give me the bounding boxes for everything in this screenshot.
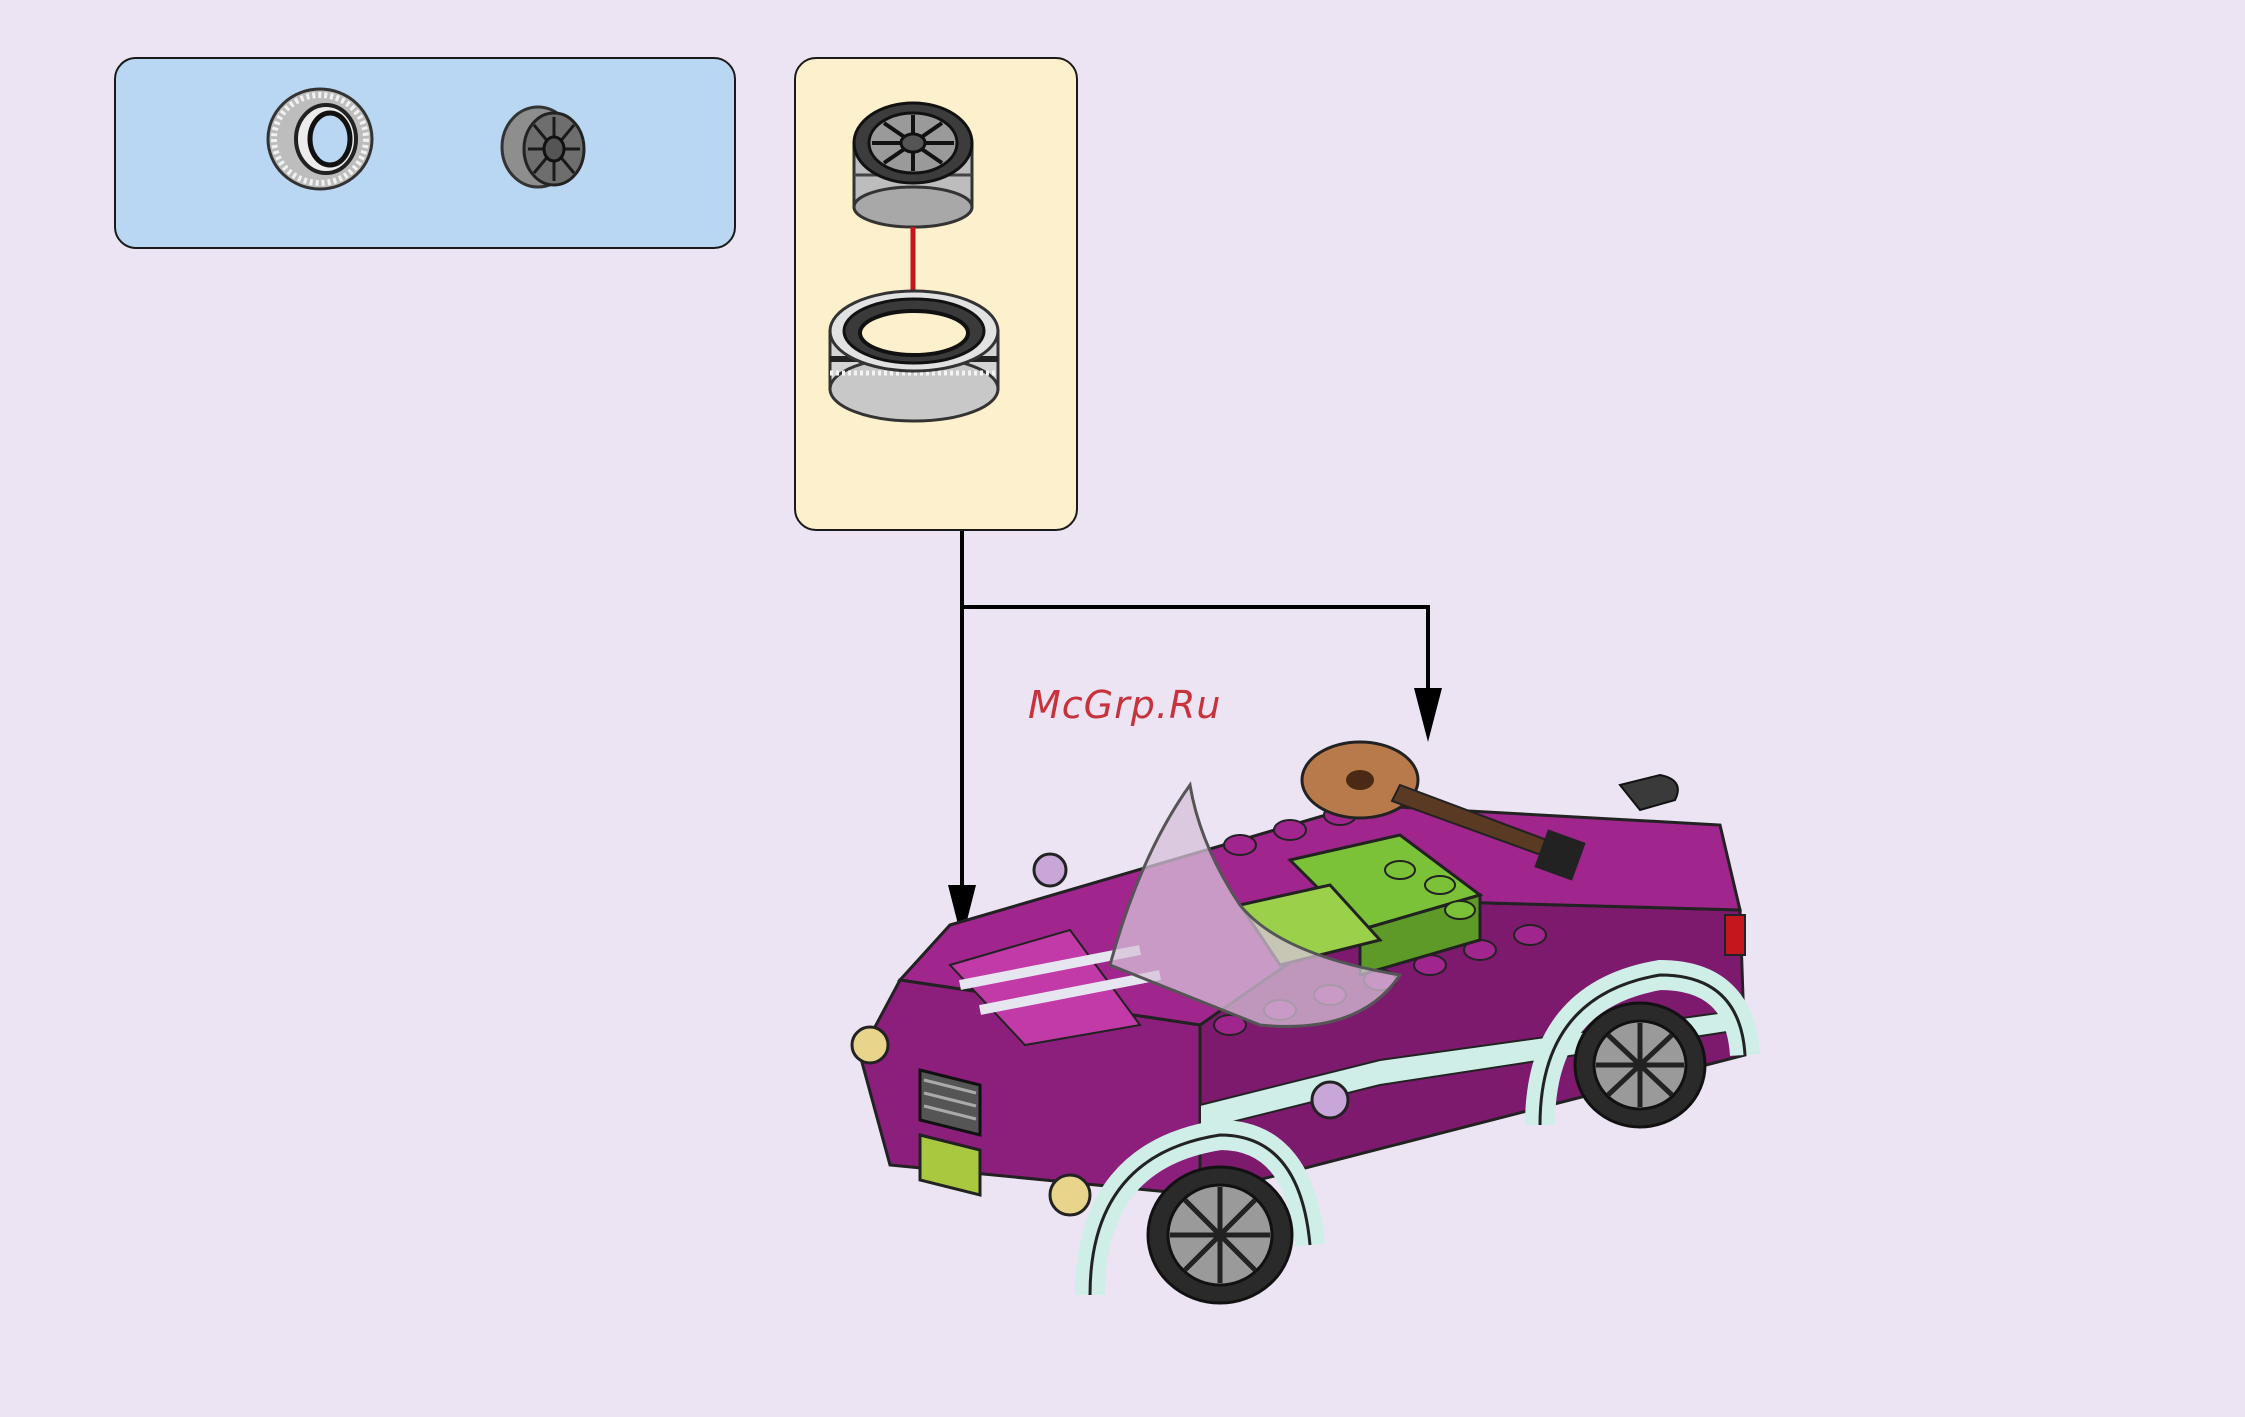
- watermark-text: McGrp.Ru: [1028, 683, 1221, 727]
- convertible-car-icon: [840, 725, 1760, 1315]
